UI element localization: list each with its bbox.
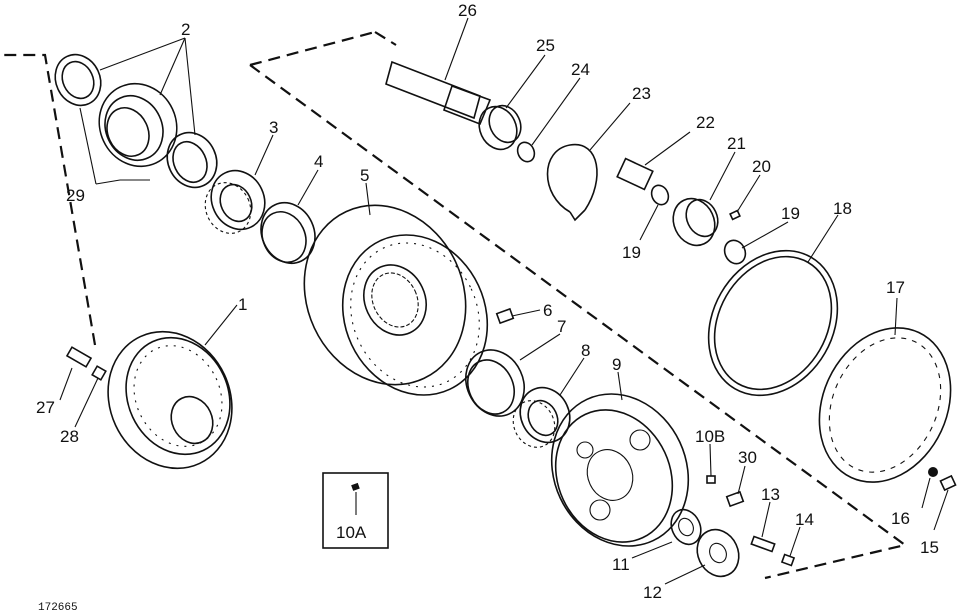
part-19-washer-right — [723, 239, 747, 265]
callout-17: 17 — [886, 278, 905, 297]
callout-22: 22 — [696, 113, 715, 132]
part-4-bearing-cup — [260, 202, 316, 264]
callout-5: 5 — [360, 166, 369, 185]
right-dashed-boundary — [249, 64, 908, 580]
part-17-ring-gear — [818, 327, 952, 483]
callout-19-left: 19 — [622, 243, 641, 262]
part-8-bearing-cone — [512, 386, 571, 448]
callout-24: 24 — [571, 60, 590, 79]
callout-2: 2 — [181, 20, 190, 39]
part-18-o-ring — [707, 249, 839, 397]
callout-15: 15 — [920, 538, 939, 557]
top-dashed-tail — [374, 31, 397, 46]
part-13-pin — [750, 535, 776, 553]
part-9-planet-carrier — [550, 393, 690, 547]
callout-12: 12 — [643, 583, 662, 602]
callout-16: 16 — [891, 509, 910, 528]
callout-9: 9 — [612, 355, 621, 374]
callout-4: 4 — [314, 152, 323, 171]
callout-30: 30 — [738, 448, 757, 467]
part-7-bearing-cup — [465, 349, 525, 417]
part-5-hub-housing — [303, 204, 489, 396]
callout-6: 6 — [543, 301, 552, 320]
callout-3: 3 — [269, 118, 278, 137]
part-1-spindle-flange — [107, 330, 233, 470]
callout-25: 25 — [536, 36, 555, 55]
callout-23: 23 — [632, 84, 651, 103]
part-3-bearing-cone — [204, 169, 266, 234]
part-28-nut — [91, 365, 107, 381]
part-26-input-shaft — [385, 60, 492, 126]
callout-10b: 10B — [695, 427, 725, 446]
callout-18: 18 — [833, 199, 852, 218]
inset-10a — [322, 472, 389, 549]
part-27-bolt — [65, 346, 93, 368]
callout-27: 27 — [36, 398, 55, 417]
callout-20: 20 — [752, 157, 771, 176]
part-11-thrust-washer — [670, 508, 702, 546]
part-24-snap-ring — [516, 141, 536, 163]
part-14-screw — [780, 553, 796, 567]
part-23-retaining-ring — [546, 143, 598, 222]
left-dashed-boundary — [2, 53, 97, 346]
figure-id: 172665 — [38, 602, 78, 614]
part-30-bolt — [725, 490, 745, 508]
part-22-planet-pin — [616, 157, 654, 191]
callout-21: 21 — [727, 134, 746, 153]
callout-11: 11 — [612, 555, 630, 574]
part-15-bolt — [939, 474, 957, 492]
callout-29: 29 — [66, 186, 85, 205]
callout-1: 1 — [238, 295, 247, 314]
part-21-planet-gear — [672, 197, 719, 247]
part-16-nut — [928, 467, 938, 477]
part-6-plug — [495, 307, 515, 325]
callout-10a: 10A — [336, 523, 367, 542]
callout-26: 26 — [458, 1, 477, 20]
callout-13: 13 — [761, 485, 780, 504]
leader-lines — [59, 17, 949, 585]
callout-28: 28 — [60, 427, 79, 446]
part-12-cover-plate — [696, 528, 740, 578]
callout-7: 7 — [557, 317, 566, 336]
part-10b-bolt — [706, 475, 716, 484]
callout-8: 8 — [581, 341, 590, 360]
callout-14: 14 — [795, 510, 814, 529]
part-20-needle-pin — [729, 209, 741, 221]
top-dashed-boundary — [249, 30, 376, 67]
part-25-gear — [478, 104, 522, 151]
part-2-29-seal-rings — [54, 53, 218, 189]
callout-19-right: 19 — [781, 204, 800, 223]
part-19-washer-left — [650, 184, 670, 206]
